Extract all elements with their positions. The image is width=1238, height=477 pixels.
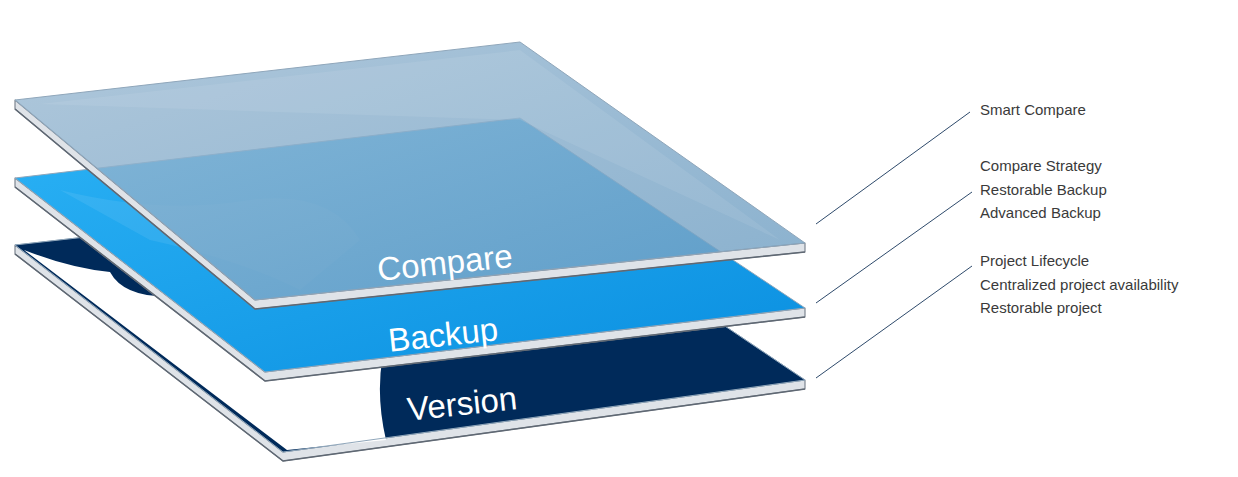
- slab-outline: [15, 188, 805, 452]
- feature-label: Project Lifecycle: [980, 252, 1089, 270]
- leader-line: [816, 192, 972, 303]
- feature-label: Smart Compare: [980, 101, 1086, 119]
- feature-label: Restorable project: [980, 299, 1102, 317]
- layer-slab: Compare: [12, 39, 808, 312]
- slab-light-area: [24, 250, 390, 450]
- slab-dark-area: [15, 188, 805, 452]
- feature-label: Restorable Backup: [980, 181, 1107, 199]
- feature-label: Compare Strategy: [980, 157, 1102, 175]
- leader-line: [816, 112, 970, 224]
- leader-line: [816, 266, 972, 378]
- slab-face: [15, 188, 805, 452]
- slab-sheen: [40, 50, 780, 240]
- feature-label: Advanced Backup: [980, 204, 1101, 222]
- feature-label: Centralized project availability: [980, 276, 1178, 294]
